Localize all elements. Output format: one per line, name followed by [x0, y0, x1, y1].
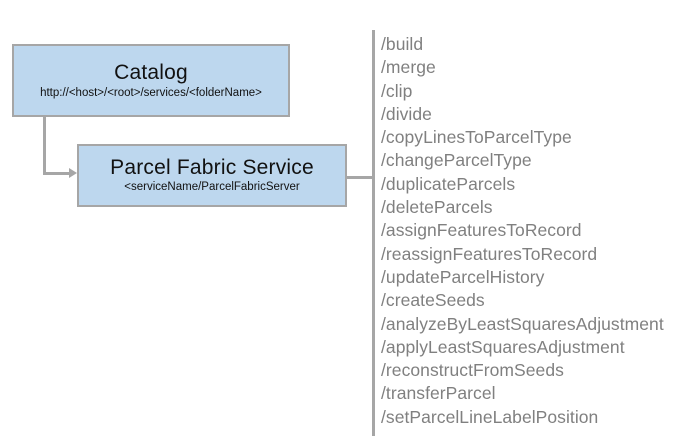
operations-list: /build /merge /clip /divide /copyLinesTo…: [381, 33, 681, 429]
operation-item[interactable]: /assignFeaturesToRecord: [381, 220, 582, 241]
connector-catalog-to-service-vertical: [43, 117, 46, 175]
catalog-node[interactable]: Catalog http://<host>/<root>/services/<f…: [12, 44, 290, 117]
operation-item[interactable]: /createSeeds: [381, 290, 485, 311]
operation-item[interactable]: /build: [381, 34, 424, 54]
catalog-node-url: http://<host>/<root>/services/<folderNam…: [40, 86, 262, 99]
operation-item[interactable]: /divide: [381, 103, 432, 124]
parcel-fabric-service-node-title: Parcel Fabric Service: [110, 156, 314, 180]
operation-item[interactable]: /transferParcel: [381, 383, 496, 404]
operation-item[interactable]: /setParcelLineLabelPosition: [381, 406, 599, 427]
parcel-fabric-service-node[interactable]: Parcel Fabric Service <serviceName/Parce…: [77, 144, 347, 207]
operation-item[interactable]: /analyzeByLeastSquaresAdjustment: [381, 313, 664, 334]
connector-service-to-operations-rail: [347, 176, 374, 179]
operation-item[interactable]: /merge: [381, 57, 436, 78]
arrow-right-icon: [69, 168, 77, 178]
operations-rail-divider: [372, 30, 375, 436]
operation-item[interactable]: /applyLeastSquaresAdjustment: [381, 336, 625, 357]
operation-item[interactable]: /copyLinesToParcelType: [381, 127, 572, 148]
operation-item[interactable]: /deleteParcels: [381, 197, 493, 218]
connector-catalog-to-service-horizontal: [43, 172, 71, 175]
parcel-fabric-service-node-path: <serviceName/ParcelFabricServer: [124, 181, 300, 194]
operation-item[interactable]: /reconstructFromSeeds: [381, 360, 564, 381]
operation-item[interactable]: /updateParcelHistory: [381, 266, 545, 287]
operation-item[interactable]: /reassignFeaturesToRecord: [381, 243, 598, 264]
operation-item[interactable]: /duplicateParcels: [381, 173, 516, 194]
operation-item[interactable]: /clip: [381, 80, 413, 101]
operation-item[interactable]: /changeParcelType: [381, 150, 532, 171]
catalog-node-title: Catalog: [114, 60, 188, 84]
